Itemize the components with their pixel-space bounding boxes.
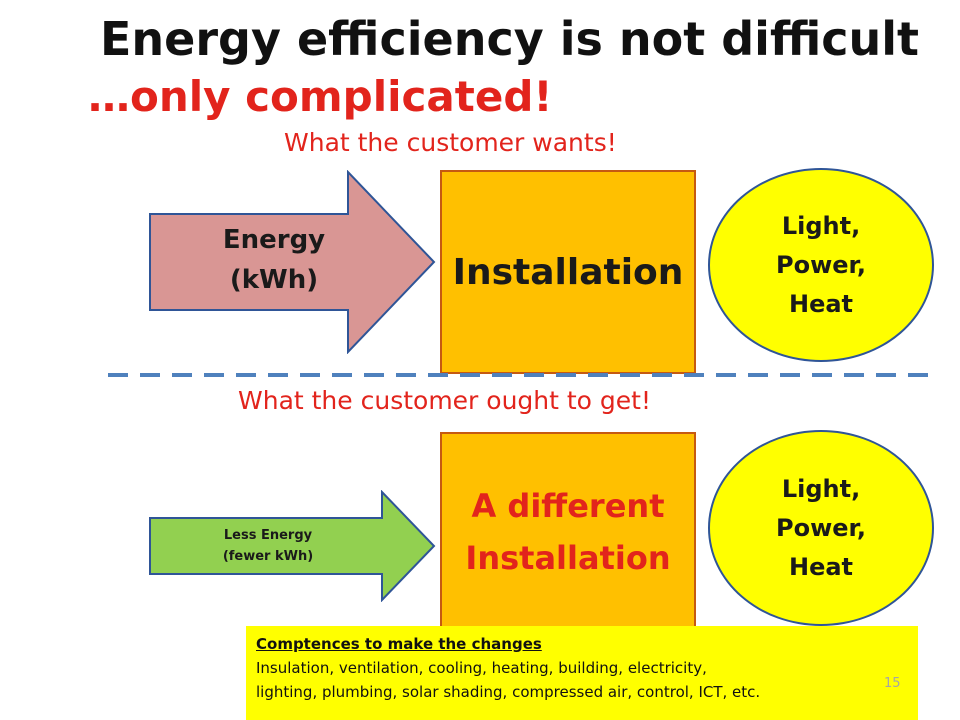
caption-customer-ought: What the customer ought to get! [238, 386, 652, 415]
output-top-line3: Heat [788, 289, 854, 318]
output-top-line2: Power, [776, 250, 866, 279]
less-energy-label-line1: Less Energy [223, 528, 313, 543]
output-bottom-line1: Light, [781, 474, 861, 503]
slide-number: 15 [884, 676, 901, 691]
slide-subtitle: …only complicated! [88, 72, 553, 121]
different-installation-line1: A different [471, 487, 665, 525]
output-bottom-line2: Power, [776, 513, 866, 542]
slide-title: Energy efficiency is not difficult [100, 12, 920, 66]
energy-arrow-label: Energy (kWh) [150, 200, 398, 320]
output-bottom-line3: Heat [788, 552, 854, 581]
installation-label: Installation [452, 251, 684, 293]
output-circle-bottom: Light, Power, Heat [708, 430, 934, 626]
output-circle-top: Light, Power, Heat [708, 168, 934, 362]
output-top-line1: Light, [781, 211, 861, 240]
installation-box: Installation [440, 170, 696, 374]
competences-heading: Comptences to make the changes [256, 635, 542, 653]
less-energy-label-line2: (fewer kWh) [222, 549, 314, 564]
less-energy-arrow-label: Less Energy (fewer kWh) [150, 518, 386, 574]
caption-customer-wants: What the customer wants! [284, 128, 617, 157]
different-installation-line2: Installation [465, 539, 671, 577]
energy-label-line2: (kWh) [229, 265, 319, 295]
less-energy-arrow [149, 490, 436, 602]
competences-box: Comptences to make the changes Insulatio… [246, 626, 918, 720]
energy-label-line1: Energy [222, 225, 326, 255]
energy-arrow [149, 170, 436, 354]
competences-line1: Insulation, ventilation, cooling, heatin… [256, 659, 707, 677]
section-divider [108, 373, 938, 377]
competences-line2: lighting, plumbing, solar shading, compr… [256, 683, 761, 701]
different-installation-box: A different Installation [440, 432, 696, 632]
